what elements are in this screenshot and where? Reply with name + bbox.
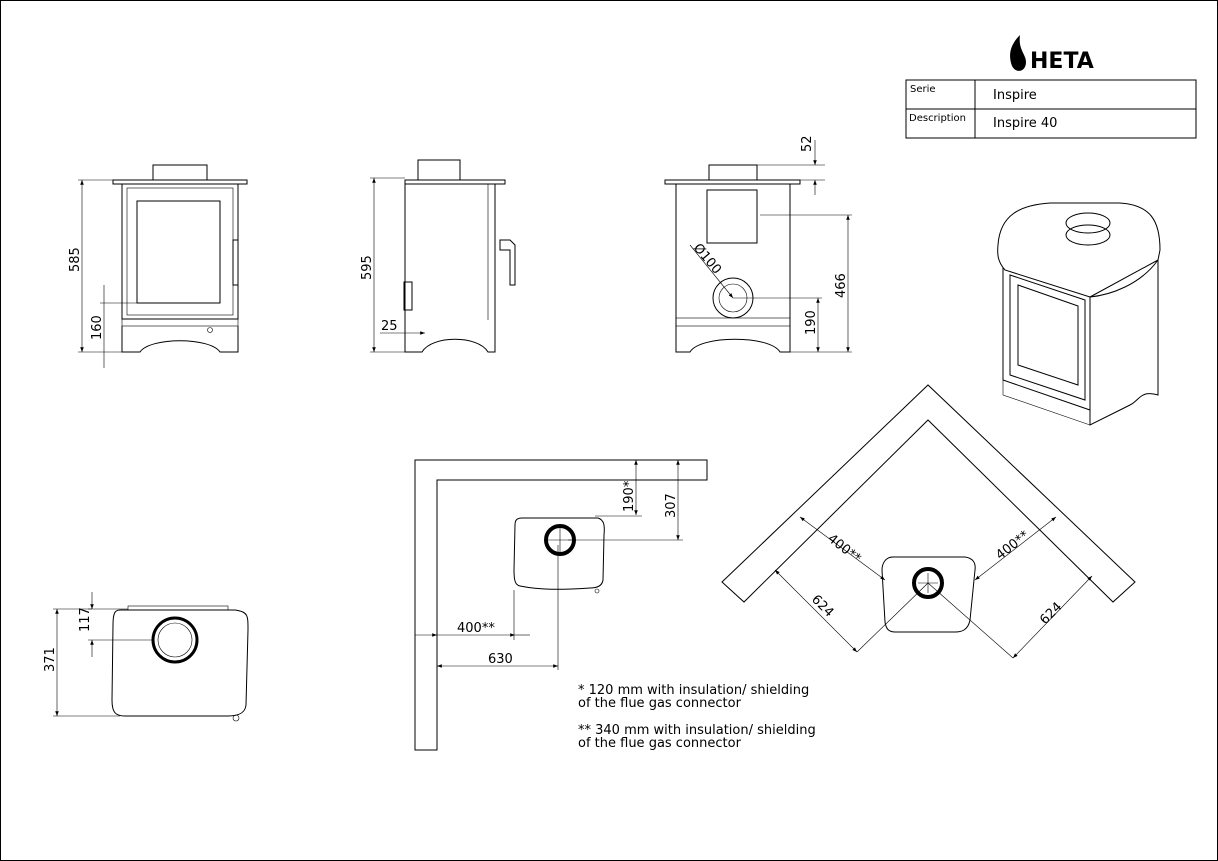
- dim-160: 160: [90, 315, 105, 340]
- top-view: 117 371: [43, 592, 249, 722]
- dim-630: 630: [488, 652, 513, 667]
- dim-400: 400**: [457, 621, 495, 636]
- dim-190: 190: [804, 310, 819, 335]
- serie-value: Inspire: [993, 88, 1037, 103]
- heta-logo: HETA: [1010, 35, 1094, 74]
- dim-52: 52: [800, 135, 815, 152]
- description-value: Inspire 40: [993, 116, 1057, 131]
- dim-371: 371: [43, 647, 58, 672]
- note-2-line-2: of the flue gas connector: [578, 736, 742, 751]
- title-block: HETA Serie Inspire Description Inspire 4…: [905, 35, 1197, 139]
- note-1-line-2: of the flue gas connector: [578, 696, 742, 711]
- note-1-line-1: * 120 mm with insulation/ shielding: [578, 683, 809, 698]
- serie-label: Serie: [910, 84, 936, 95]
- logo-text: HETA: [1030, 49, 1094, 74]
- dim-595: 595: [360, 255, 375, 280]
- corner-wall: [721, 384, 1136, 603]
- diagonal-corner-plan: 400** 400** 624 624: [721, 384, 1136, 659]
- dim-400-right: 400**: [993, 528, 1032, 563]
- note-2-line-1: ** 340 mm with insulation/ shielding: [578, 723, 816, 738]
- dim-25: 25: [381, 319, 398, 334]
- wall-corner-plan: 190* 307 400** 630: [414, 459, 708, 751]
- dim-190-star: 190*: [622, 480, 637, 512]
- dim-diameter-100: Ø100: [690, 241, 724, 277]
- description-label: Description: [909, 113, 966, 124]
- dim-400-left: 400**: [825, 531, 864, 566]
- dim-624-left: 624: [808, 592, 836, 620]
- front-view: 585 160: [68, 164, 248, 368]
- perspective-view: [997, 202, 1161, 426]
- wall: [414, 459, 708, 751]
- dim-585: 585: [68, 247, 83, 272]
- side-view: 595 25: [360, 159, 516, 353]
- notes: * 120 mm with insulation/ shielding of t…: [578, 683, 816, 751]
- rear-view: 52 466 190 Ø100: [664, 135, 852, 353]
- dim-466: 466: [834, 273, 849, 298]
- dim-624-right: 624: [1037, 600, 1065, 628]
- flame-icon: [1010, 35, 1026, 71]
- dim-307: 307: [664, 493, 679, 518]
- dim-117: 117: [78, 607, 93, 632]
